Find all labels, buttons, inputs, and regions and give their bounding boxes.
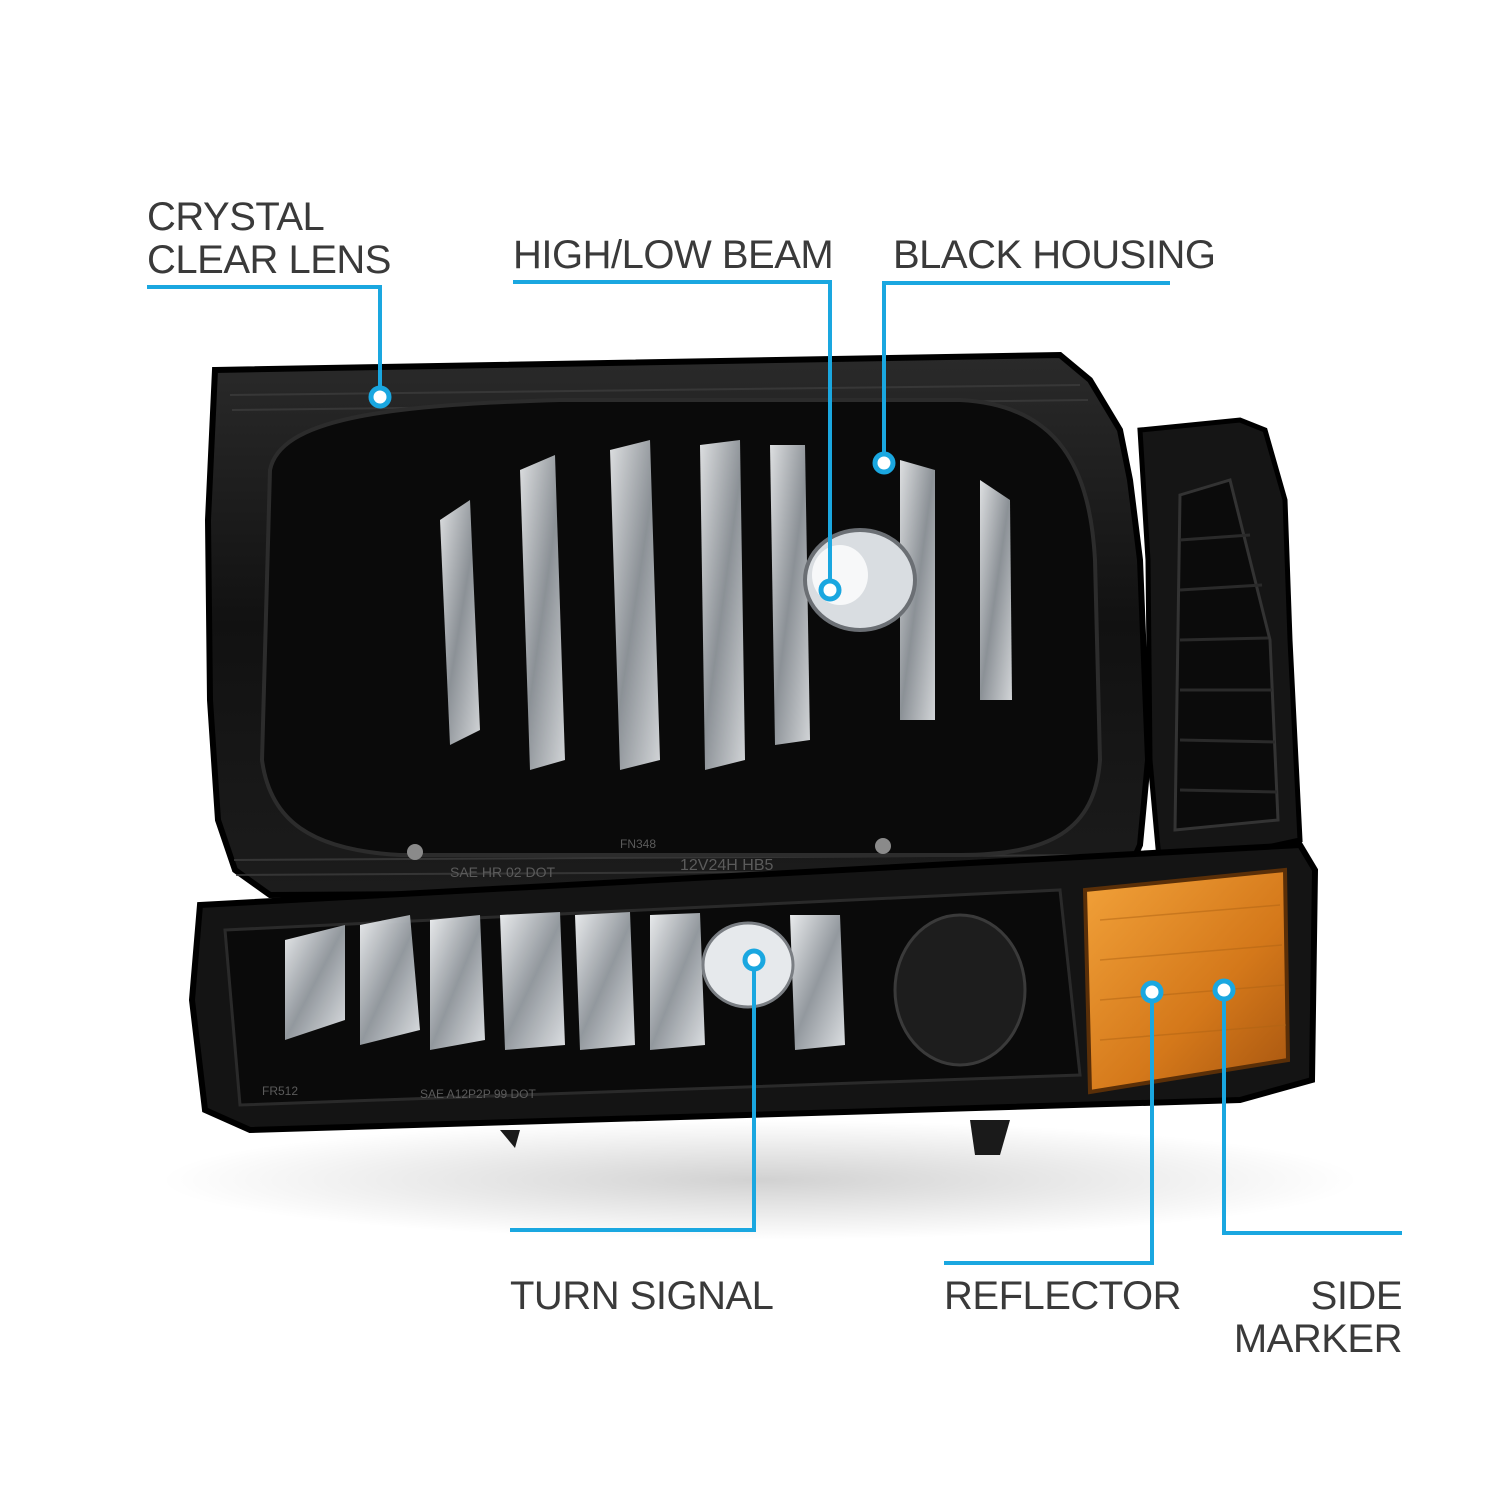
screw <box>875 838 891 854</box>
corner-lamp <box>1137 417 1303 874</box>
signal-sae-marking: SAE A12P2P 99 DOT <box>420 1087 537 1101</box>
callout-line-black-housing <box>882 281 1170 463</box>
label-side-marker-line2: MARKER <box>1233 1317 1403 1361</box>
callout-lines <box>147 280 1402 1265</box>
callout-dot-black-housing <box>872 451 896 475</box>
label-crystal-clear-lens-line1: CRYSTAL <box>147 195 325 239</box>
label-side-marker: SIDE MARKER <box>1233 1274 1403 1361</box>
label-side-marker-line1: SIDE <box>1310 1274 1403 1318</box>
label-turn-signal-text: TURN SIGNAL <box>510 1274 774 1318</box>
floor-shadow <box>160 1120 1360 1240</box>
callout-dot-turn-signal <box>742 948 766 972</box>
callout-dot-reflector <box>1140 980 1164 1004</box>
label-black-housing: BLACK HOUSING <box>893 233 1216 277</box>
callout-line-reflector <box>944 992 1154 1265</box>
callout-dot-side-marker <box>1212 978 1236 1002</box>
amber-side-marker <box>1082 867 1291 1095</box>
callout-dot-high-low-beam <box>818 578 842 602</box>
label-black-housing-text: BLACK HOUSING <box>893 233 1216 277</box>
callout-line-crystal-clear-lens <box>147 285 382 397</box>
label-high-low-beam: HIGH/LOW BEAM <box>513 233 834 277</box>
headlamp-bulb <box>803 528 917 632</box>
callout-line-side-marker <box>1222 990 1402 1235</box>
headlamp-part-marking: FN348 <box>620 837 656 851</box>
callout-dots <box>368 385 1236 1004</box>
label-crystal-clear-lens: CRYSTAL CLEAR LENS <box>147 196 391 282</box>
label-high-low-beam-text: HIGH/LOW BEAM <box>513 233 834 277</box>
callout-line-high-low-beam <box>513 280 832 590</box>
label-crystal-clear-lens-line2: CLEAR LENS <box>147 238 391 282</box>
headlamp-code-marking: 12V24H HB5 <box>680 857 773 874</box>
label-reflector-text: REFLECTOR <box>944 1274 1182 1318</box>
headlamp-housing: SAE HR 02 DOT FN348 12V24H HB5 <box>204 351 1152 899</box>
signal-code-marking: FR512 <box>262 1084 298 1098</box>
label-reflector: REFLECTOR <box>944 1274 1182 1318</box>
callout-dot-crystal-clear-lens <box>368 385 392 409</box>
label-turn-signal: TURN SIGNAL <box>510 1274 774 1318</box>
headlamp-sae-marking: SAE HR 02 DOT <box>450 864 555 880</box>
screw <box>407 844 423 860</box>
callout-line-turn-signal <box>510 960 756 1232</box>
